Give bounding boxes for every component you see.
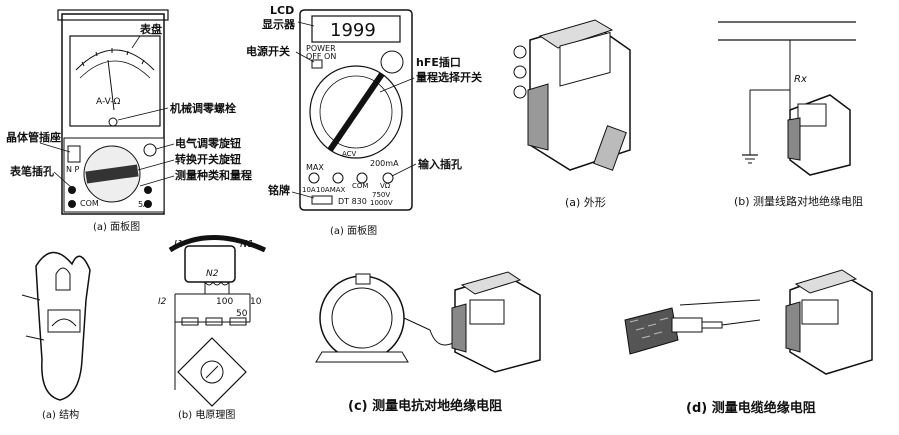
label-dial: 表盘 <box>139 22 162 36</box>
caption-analog: (a) 面板图 <box>93 220 140 233</box>
nameplate <box>311 195 333 205</box>
label-lcd: LCD <box>270 4 294 17</box>
hfe-socket <box>380 50 404 74</box>
power-switch <box>311 59 323 69</box>
scale-label: A-V-Ω <box>96 97 121 107</box>
caption-external: (a) 外形 <box>565 196 606 209</box>
digital-multimeter: 1999 POWER OFF ON ACV MAX 200mA 10A 10AM… <box>246 4 482 237</box>
np-label: N P <box>66 165 80 174</box>
caption-clamp-principle: (b) 电原理图 <box>178 408 235 421</box>
200ma-label: 200mA <box>370 159 399 168</box>
label-i1: I1 <box>174 239 183 250</box>
label-rx: Rx <box>794 74 807 85</box>
label-r50: 50 <box>236 309 248 319</box>
max-label: MAX <box>306 163 324 172</box>
label-transistor-socket: 晶体管插座 <box>6 130 61 144</box>
motor-insulation: (c) 测量电抗对地绝缘电阻 <box>315 271 541 414</box>
acv-label: ACV <box>342 150 357 158</box>
caption-cable: (d) 测量电缆绝缘电阻 <box>686 400 816 416</box>
label-electric-zero: 电气调零旋钮 <box>175 136 241 150</box>
transistor-socket <box>67 145 81 163</box>
clamp-meter-principle: I1 N1 N2 I2 100 50 10 (b) 电原理图 <box>158 235 267 421</box>
label-range-switch: 量程选择开关 <box>416 70 482 84</box>
label-switch-knob: 转换开关旋钮 <box>175 152 241 166</box>
v-omega-label: VΩ <box>380 182 391 190</box>
line-insulation: Rx (b) 测量线路对地绝缘电阻 <box>718 21 863 208</box>
5a-label: 5A <box>138 200 149 209</box>
label-lcd-sub: 显示器 <box>262 18 296 31</box>
caption-motor: (c) 测量电抗对地绝缘电阻 <box>348 398 502 414</box>
caption-clamp-structure: (a) 结构 <box>42 408 79 421</box>
cable-insulation: (d) 测量电缆绝缘电阻 <box>624 269 873 416</box>
off-on-label: OFF ON <box>306 52 336 61</box>
1000v-label: 1000V <box>370 199 393 207</box>
label-probe-jack: 表笔插孔 <box>9 164 54 178</box>
label-r10: 10 <box>250 297 262 307</box>
megohmmeter-external: (a) 外形 <box>513 19 631 209</box>
model-label: DT 830 <box>338 197 367 206</box>
label-power-switch: 电源开关 <box>246 44 290 58</box>
caption-line: (b) 测量线路对地绝缘电阻 <box>734 194 863 208</box>
label-hfe: hFE插口 <box>416 55 461 69</box>
label-nameplate: 铭牌 <box>268 183 290 197</box>
label-zero-screw: 机械调零螺栓 <box>170 101 236 115</box>
electric-zero-knob <box>143 143 157 157</box>
com-label-digital: COM <box>352 182 368 190</box>
power-label: POWER <box>306 44 336 53</box>
10a-label: 10A <box>302 186 316 194</box>
750v-label: 750V <box>372 191 390 199</box>
label-n2: N2 <box>206 269 219 279</box>
label-n1: N1 <box>240 239 254 250</box>
com-label: COM <box>80 199 99 208</box>
label-measure-type: 测量种类和量程 <box>175 168 252 182</box>
analog-multimeter: A-V-Ω N P COM 5A 表盘 机械调零螺栓 晶体管插座 电气调零旋钮 … <box>6 9 252 233</box>
zero-screw <box>108 117 118 127</box>
caption-digital: (a) 面板图 <box>330 224 377 237</box>
label-i2: I2 <box>158 297 167 307</box>
label-r100: 100 <box>216 297 233 307</box>
label-input-jack: 输入插孔 <box>418 157 462 171</box>
lcd-value: 1999 <box>330 20 376 41</box>
lcd-display <box>311 15 401 43</box>
clamp-meter-structure: (a) 结构 <box>21 251 91 421</box>
10amax-label: 10AMAX <box>316 186 346 194</box>
